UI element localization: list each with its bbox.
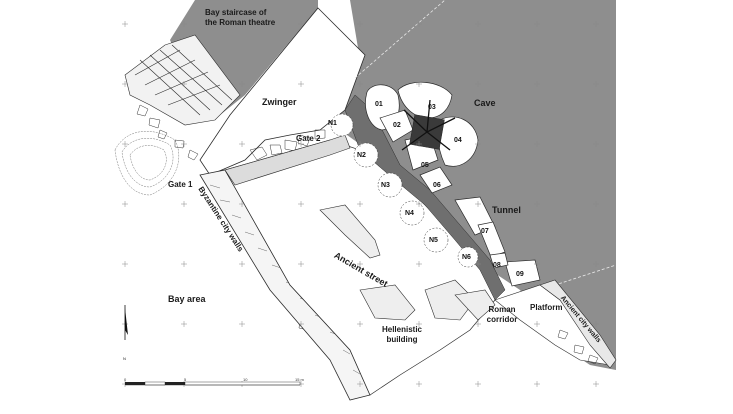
north-arrow [124, 305, 128, 340]
niche-circles [330, 113, 479, 268]
cave-rooms [365, 81, 541, 287]
scale-tick-10: 10 [243, 377, 248, 382]
room-label-08: 08 [493, 262, 501, 269]
label-roman-corridor: Roman corridor [486, 305, 518, 324]
scale-tick-0: 0 [124, 377, 127, 382]
label-platform: Platform [530, 303, 563, 312]
room-label-07: 07 [481, 228, 489, 235]
north-label: N [123, 356, 126, 361]
niche-label-n1: N1 [328, 120, 337, 127]
contour-lines [114, 131, 179, 196]
scale-tick-15m: 15 m [295, 377, 304, 382]
room-label-09: 09 [516, 271, 524, 278]
niche-label-n5: N5 [429, 237, 438, 244]
room-label-01: 01 [375, 101, 383, 108]
staircase-blocks [124, 34, 241, 126]
label-bay-area: Bay area [168, 294, 206, 304]
label-hellenistic-building: Hellenistic building [381, 325, 422, 344]
niche-label-n2: N2 [357, 152, 366, 159]
scale-bar [125, 381, 301, 386]
label-gate-1: Gate 1 [168, 180, 193, 189]
cave-division-lines [401, 99, 456, 151]
niche-label-n6: N6 [462, 254, 471, 261]
room-label-02: 02 [393, 122, 401, 129]
label-cave: Cave [474, 98, 496, 108]
north-wall [224, 134, 351, 186]
room-label-04: 04 [454, 137, 462, 144]
label-gate-2: Gate 2 [296, 134, 321, 143]
rock-dashed-line-2 [539, 264, 617, 291]
room-label-06: 06 [433, 182, 441, 189]
label-tunnel: Tunnel [492, 205, 521, 215]
label-bay-staircase: Bay staircase of the Roman theatre [205, 8, 276, 27]
niche-label-n4: N4 [405, 210, 414, 217]
label-zwinger: Zwinger [262, 97, 297, 107]
room-label-03: 03 [428, 104, 436, 111]
street-ruins [319, 204, 496, 321]
lower-right-rubble [557, 329, 599, 365]
ancient-city-walls-band [539, 279, 617, 369]
scale-tick-5: 5 [184, 377, 187, 382]
niche-label-n3: N3 [381, 182, 390, 189]
zwinger-area [199, 7, 366, 176]
room-label-05: 05 [421, 162, 429, 169]
